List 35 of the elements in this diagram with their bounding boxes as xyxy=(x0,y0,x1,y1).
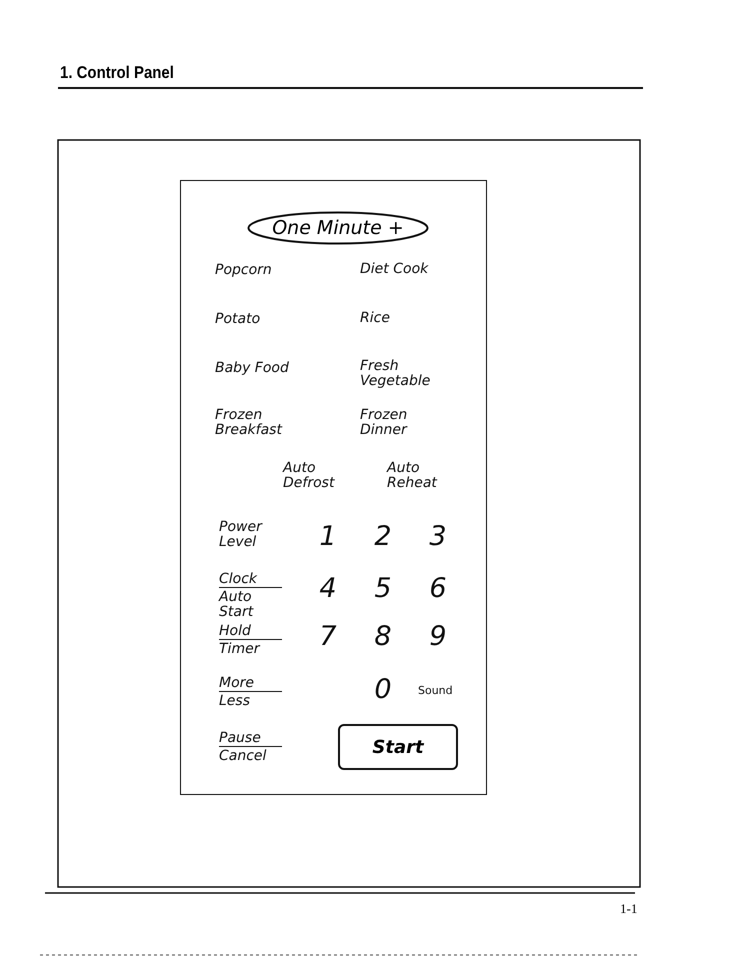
key-label: Potato xyxy=(215,312,262,327)
number-key: 5 xyxy=(368,574,398,604)
key-label: More xyxy=(219,676,282,692)
key-label: Frozen Dinner xyxy=(360,408,408,438)
key-label: Auto Reheat xyxy=(387,461,438,491)
number-key: 2 xyxy=(368,522,398,552)
key-label: Pause xyxy=(219,731,282,747)
key-label: Power Level xyxy=(219,520,264,550)
key-label: Auto Defrost xyxy=(283,461,336,491)
number-key: 8 xyxy=(368,622,398,652)
key-label: Hold xyxy=(219,624,282,640)
number-key: 9 xyxy=(423,622,453,652)
key-label: Baby Food xyxy=(215,361,290,376)
key-label: Frozen Breakfast xyxy=(215,408,284,438)
number-key: 0 xyxy=(368,675,398,705)
number-key: 3 xyxy=(423,522,453,552)
key-label: Diet Cook xyxy=(360,262,430,277)
key-label: Sound xyxy=(418,683,454,698)
key-label: Timer xyxy=(219,642,262,657)
key-label: Auto Start xyxy=(219,590,255,620)
key-label: Rice xyxy=(360,311,391,326)
control-panel xyxy=(180,180,487,795)
button-oval: One Minute + xyxy=(247,211,429,245)
number-key: 7 xyxy=(313,622,343,652)
number-key: 1 xyxy=(313,522,343,552)
number-key: 6 xyxy=(423,574,453,604)
number-key: 4 xyxy=(313,574,343,604)
key-label: Fresh Vegetable xyxy=(360,359,432,389)
page-number: 1-1 xyxy=(620,901,638,917)
start-button: Start xyxy=(338,724,458,770)
key-label: Less xyxy=(219,694,252,709)
key-label: Popcorn xyxy=(215,263,273,278)
key-label: Clock xyxy=(219,572,282,588)
key-label: Cancel xyxy=(219,749,268,764)
section-title: 1. Control Panel xyxy=(60,63,174,83)
